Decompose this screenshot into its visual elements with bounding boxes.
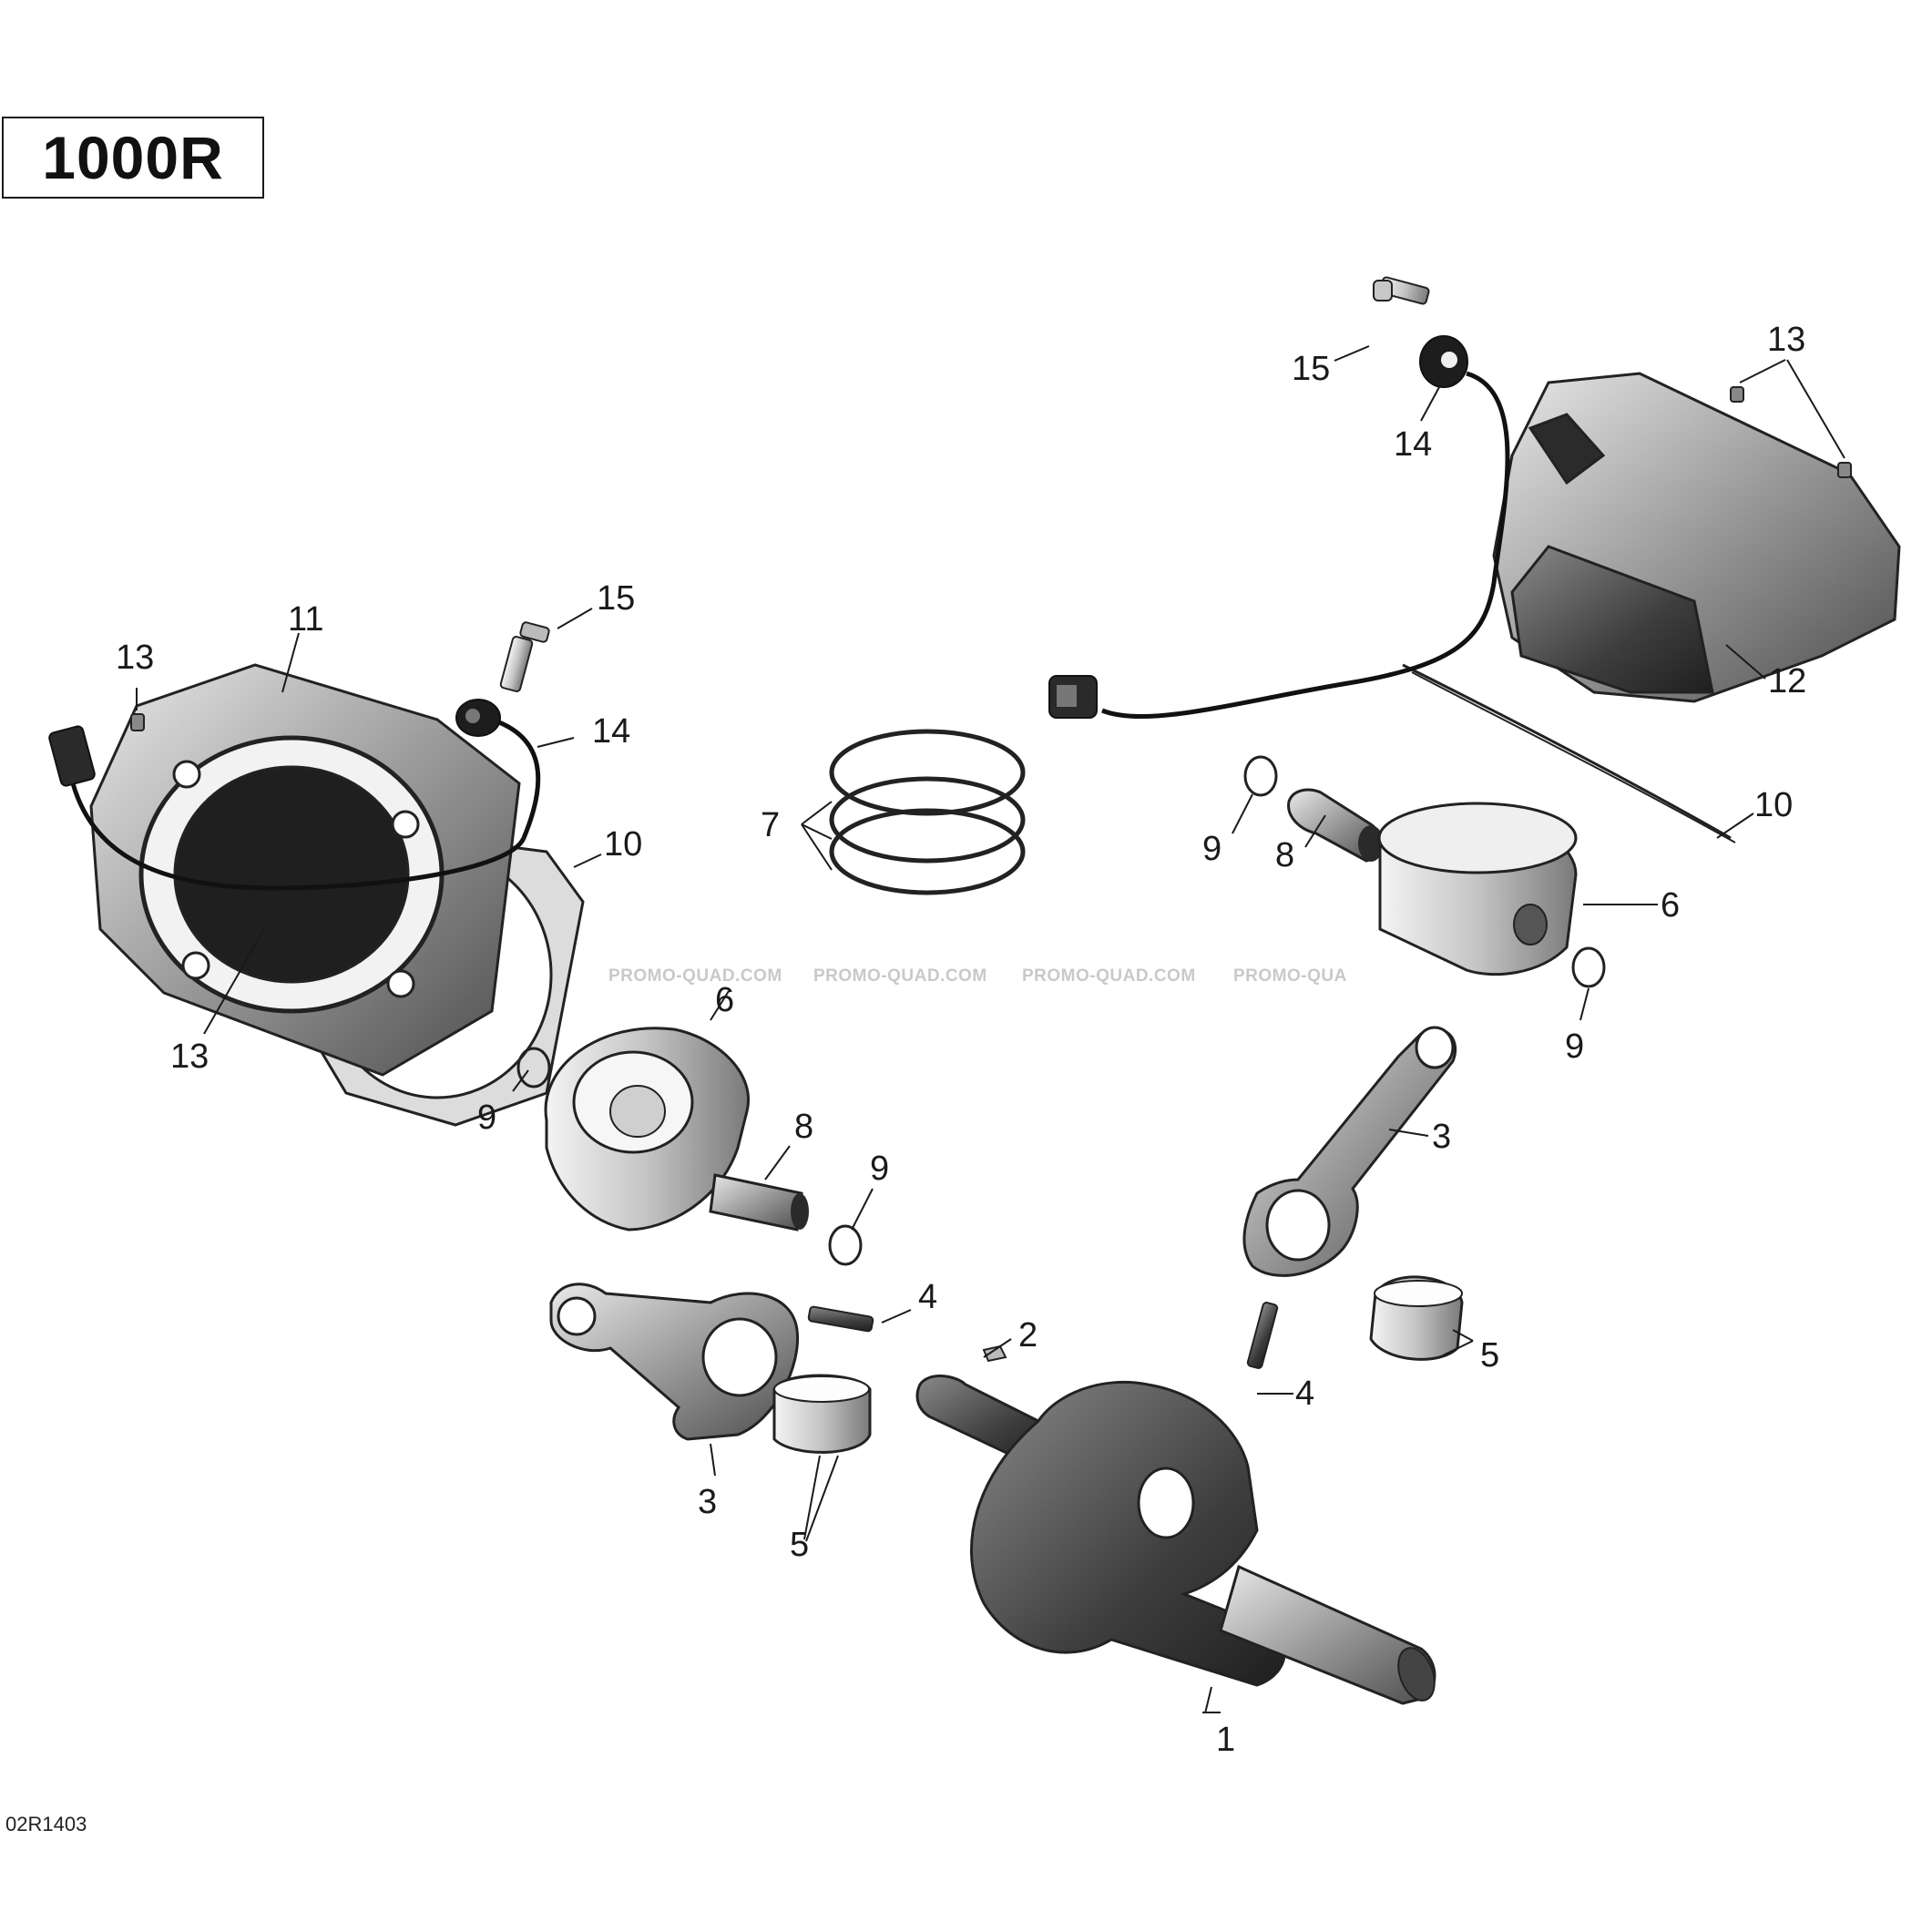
bearing-front (772, 1374, 872, 1454)
watermark-text: PROMO-QUAD.COM (608, 966, 782, 986)
connecting-rod-front (549, 1283, 800, 1441)
callout-6: 6 (715, 981, 734, 1019)
callout-4: 4 (918, 1278, 937, 1316)
crankshaft (915, 1375, 1436, 1705)
wrist-pin-rear (1287, 788, 1384, 863)
circlip-front-left (516, 1047, 551, 1089)
callout-labels: 1 2 3 3 4 4 5 5 6 6 7 8 8 9 9 9 9 10 10 … (116, 321, 1806, 1759)
connecting-rod-rear (1242, 1026, 1457, 1277)
sensor-harness-rear (1048, 371, 1510, 720)
watermark-text: PROMO-QUAD.COM (813, 966, 987, 986)
callout-5: 5 (1480, 1336, 1499, 1375)
callout-13: 13 (116, 639, 154, 677)
callout-15: 15 (597, 579, 635, 618)
callout-10: 10 (1754, 786, 1793, 824)
callout-6: 6 (1661, 886, 1680, 925)
rod-bolt-front (807, 1305, 874, 1333)
callout-5: 5 (790, 1526, 809, 1564)
callout-9: 9 (870, 1150, 889, 1188)
circlip-rear-top (1243, 755, 1278, 797)
callout-3: 3 (1432, 1118, 1451, 1156)
model-label-box: 1000R (2, 117, 264, 199)
circlip-front-right (828, 1224, 863, 1266)
dowel-pin-front (130, 713, 145, 731)
callout-9: 9 (1202, 830, 1222, 868)
callout-9: 9 (1565, 1027, 1584, 1066)
callout-8: 8 (1275, 836, 1294, 874)
callout-3: 3 (698, 1483, 717, 1521)
callout-2: 2 (1018, 1316, 1038, 1354)
wrist-pin-front (709, 1173, 809, 1232)
piston-rings (829, 729, 1026, 895)
figure-id: 02R1403 (5, 1813, 87, 1835)
callout-4: 4 (1295, 1375, 1314, 1413)
rod-bolt-rear (1246, 1302, 1279, 1369)
knock-sensor-front (455, 699, 501, 737)
bolt-rear (1373, 276, 1430, 305)
dowel-pins-rear (1730, 386, 1852, 478)
callout-15: 15 (1292, 350, 1330, 388)
circlip-rear-bottom (1571, 946, 1606, 988)
cylinder-front (89, 663, 521, 1077)
model-label: 1000R (42, 124, 224, 191)
bearing-rear (1369, 1275, 1464, 1361)
watermark-row: PROMO-QUAD.COM PROMO-QUAD.COM PROMO-QUAD… (608, 966, 1347, 986)
callout-13: 13 (1767, 321, 1805, 359)
watermark-text: PROMO-QUAD.COM (1022, 966, 1196, 986)
callout-13: 13 (170, 1038, 209, 1076)
bolt-front (499, 621, 550, 692)
leader-lines (136, 345, 1845, 1714)
cylinder-sensor-harness (48, 717, 541, 891)
callout-12: 12 (1768, 662, 1806, 700)
callout-8: 8 (794, 1108, 813, 1146)
callout-1: 1 (1216, 1721, 1235, 1759)
knock-sensor-rear (1419, 335, 1468, 388)
callout-14: 14 (1394, 425, 1432, 464)
piston-front (544, 1027, 750, 1232)
watermark-text: PROMO-QUA (1233, 966, 1347, 986)
woodruff-key (982, 1344, 1007, 1363)
callout-14: 14 (592, 712, 630, 751)
callout-7: 7 (761, 806, 780, 844)
piston-rear (1377, 802, 1578, 976)
cylinder-rear (1492, 372, 1901, 703)
callout-11: 11 (288, 600, 323, 639)
callout-9: 9 (477, 1099, 496, 1137)
gasket-rear (1402, 663, 1736, 843)
callout-10: 10 (604, 825, 642, 864)
